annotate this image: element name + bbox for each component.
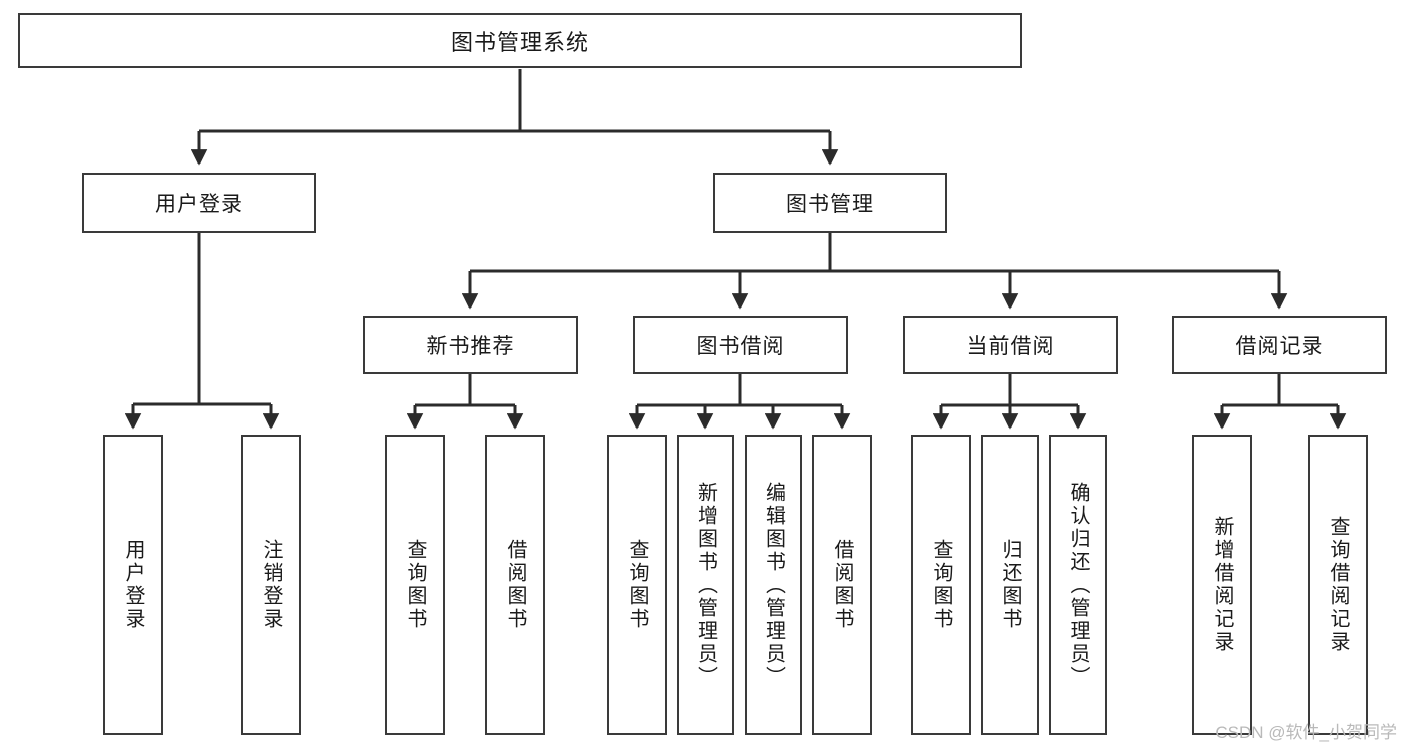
leaf-label: 注销登录 — [260, 539, 282, 631]
leaf-label: 新增图书（管理员） — [694, 481, 717, 689]
leaf-borrow-book-1[interactable]: 借阅图书 — [485, 435, 545, 735]
node-borrow-record[interactable]: 借阅记录 — [1172, 316, 1387, 374]
leaf-query-book-2[interactable]: 查询图书 — [607, 435, 667, 735]
leaf-label: 查询图书 — [404, 539, 426, 631]
leaf-label: 借阅图书 — [504, 539, 526, 631]
leaf-query-borrow-record[interactable]: 查询借阅记录 — [1308, 435, 1368, 735]
leaf-label: 编辑图书（管理员） — [762, 481, 785, 689]
leaf-edit-book[interactable]: 编辑图书（管理员） — [745, 435, 802, 735]
leaf-add-book[interactable]: 新增图书（管理员） — [677, 435, 734, 735]
node-book-management[interactable]: 图书管理 — [713, 173, 947, 233]
node-root[interactable]: 图书管理系统 — [18, 13, 1022, 68]
leaf-label: 查询借阅记录 — [1327, 516, 1349, 654]
leaf-user-login[interactable]: 用户登录 — [103, 435, 163, 735]
leaf-query-book-3[interactable]: 查询图书 — [911, 435, 971, 735]
leaf-label: 新增借阅记录 — [1211, 516, 1233, 654]
csdn-watermark: CSDN @软件_小贺同学 — [1215, 723, 1397, 742]
leaf-logout-login[interactable]: 注销登录 — [241, 435, 301, 735]
leaf-label: 用户登录 — [122, 539, 144, 631]
leaf-borrow-book-2[interactable]: 借阅图书 — [812, 435, 872, 735]
node-new-book-recommend[interactable]: 新书推荐 — [363, 316, 578, 374]
leaf-label: 归还图书 — [999, 539, 1021, 631]
leaf-add-borrow-record[interactable]: 新增借阅记录 — [1192, 435, 1252, 735]
leaf-return-book[interactable]: 归还图书 — [981, 435, 1039, 735]
node-book-borrow[interactable]: 图书借阅 — [633, 316, 848, 374]
node-current-borrow[interactable]: 当前借阅 — [903, 316, 1118, 374]
leaf-label: 查询图书 — [930, 539, 952, 631]
leaf-label: 借阅图书 — [831, 539, 853, 631]
leaf-label: 查询图书 — [626, 539, 648, 631]
node-user-login[interactable]: 用户登录 — [82, 173, 316, 233]
leaf-confirm-return[interactable]: 确认归还（管理员） — [1049, 435, 1107, 735]
leaf-query-book-1[interactable]: 查询图书 — [385, 435, 445, 735]
leaf-label: 确认归还（管理员） — [1067, 481, 1089, 689]
